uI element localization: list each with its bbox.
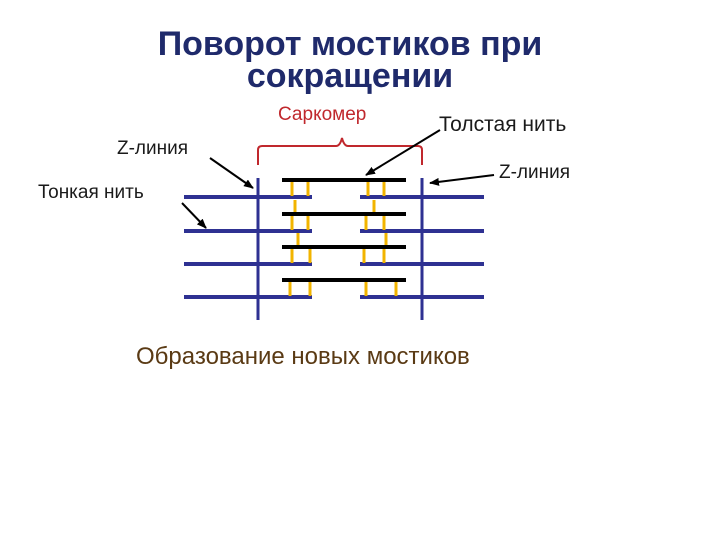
- sarcomere-label: Саркомер: [278, 104, 367, 125]
- cross-bridges: [288, 182, 398, 296]
- z-line-left-label: Z-линия: [117, 138, 189, 159]
- sarcomere-bracket: [257, 137, 423, 165]
- z-line-left-arrow: [209, 157, 254, 189]
- thin-filament-arrow: [181, 202, 207, 229]
- diagram-caption: Образование новых мостиков: [136, 343, 470, 370]
- z-line-right-label: Z-линия: [499, 162, 571, 183]
- slide-title-line-2: сокращении: [246, 57, 454, 95]
- slide-title-line-1: Поворот мостиков при: [157, 25, 543, 63]
- thin-filament-label: Тонкая нить: [38, 182, 144, 203]
- thick-filament-arrow: [365, 129, 441, 176]
- thick-filament-label: Толстая нить: [439, 113, 567, 136]
- z-line-right-arrow: [429, 174, 495, 186]
